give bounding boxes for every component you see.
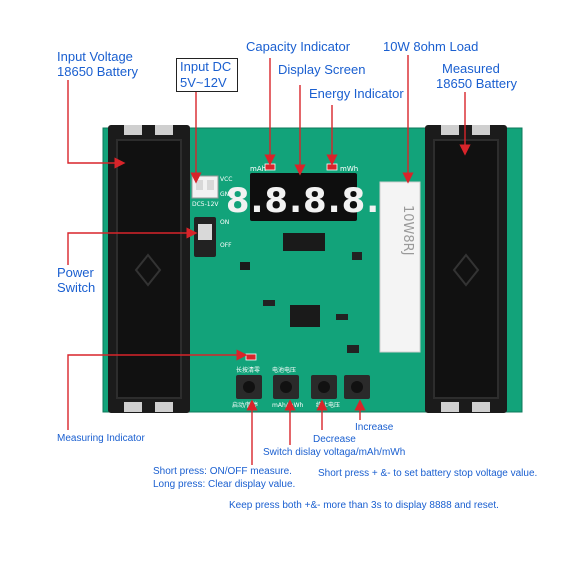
dc-connector	[191, 175, 219, 199]
left-battery-holder	[108, 125, 190, 413]
input-dc-range: 5V~12V	[180, 75, 227, 90]
dc-range-label: DC5-12V	[192, 201, 219, 208]
measuring-led	[245, 353, 257, 361]
gnd-label: GND	[220, 191, 234, 198]
input-battery-label: 18650 Battery	[57, 64, 138, 79]
power-switch[interactable]	[194, 217, 216, 257]
start-pause-label: 启动/暂停	[232, 401, 258, 409]
stop-voltage-label: 终止电压	[316, 401, 340, 409]
battery-voltage-label: 电池电压	[272, 366, 296, 374]
input-dc-label: Input DC	[180, 59, 232, 74]
input-dc-box: Input DC 5V~12V	[176, 58, 238, 92]
capacity-led	[264, 163, 276, 171]
mode-switch-button[interactable]	[273, 375, 299, 399]
mcu-chip	[290, 305, 320, 327]
pointer-lines	[67, 55, 471, 465]
long-press-note: Long press: Clear display value.	[153, 479, 296, 490]
energy-indicator-label: Energy Indicator	[309, 86, 404, 101]
measured-battery-label: 18650 Battery	[436, 76, 517, 91]
decrease-label: Decrease	[313, 434, 356, 445]
display-screen-label: Display Screen	[278, 62, 366, 77]
clear-label: 长按清零	[236, 366, 260, 374]
energy-led	[326, 163, 338, 171]
measuring-indicator-label: Measuring Indicator	[57, 433, 145, 444]
switch-display-label: Switch dislay voltaga/mAh/mWh	[263, 447, 406, 458]
increase-label: Increase	[355, 422, 394, 433]
seven-segment-display: 8.8.8.8.	[226, 173, 380, 221]
reset-note: Keep press both +&- more than 3s to disp…	[229, 500, 499, 511]
ic-chip	[283, 233, 325, 251]
power-label: Power	[57, 265, 94, 280]
stop-voltage-note: Short press + &- to set battery stop vol…	[318, 468, 538, 479]
mah-unit-label: mAh	[250, 165, 266, 173]
mah-mwh-label: mAh/mWh	[272, 402, 304, 409]
increase-button[interactable]	[344, 375, 370, 399]
start-pause-button[interactable]	[236, 375, 262, 399]
resistor-marking: 10W8RJ	[400, 205, 415, 256]
decrease-button[interactable]	[311, 375, 337, 399]
switch-label: Switch	[57, 280, 96, 295]
capacity-indicator-label: Capacity Indicator	[246, 39, 351, 54]
load-resistor: 10W8RJ	[379, 181, 421, 353]
input-voltage-label: Input Voltage	[57, 49, 133, 64]
display-digits: 8.8.8.8.	[226, 181, 380, 221]
on-label: ON	[220, 219, 229, 226]
measured-label: Measured	[442, 61, 500, 76]
mwh-unit-label: mWh	[340, 165, 358, 173]
right-battery-holder	[425, 125, 507, 413]
short-press-note: Short press: ON/OFF measure.	[153, 466, 292, 477]
load-label: 10W 8ohm Load	[383, 39, 479, 54]
vcc-label: VCC	[220, 176, 232, 183]
off-label: OFF	[220, 242, 232, 249]
